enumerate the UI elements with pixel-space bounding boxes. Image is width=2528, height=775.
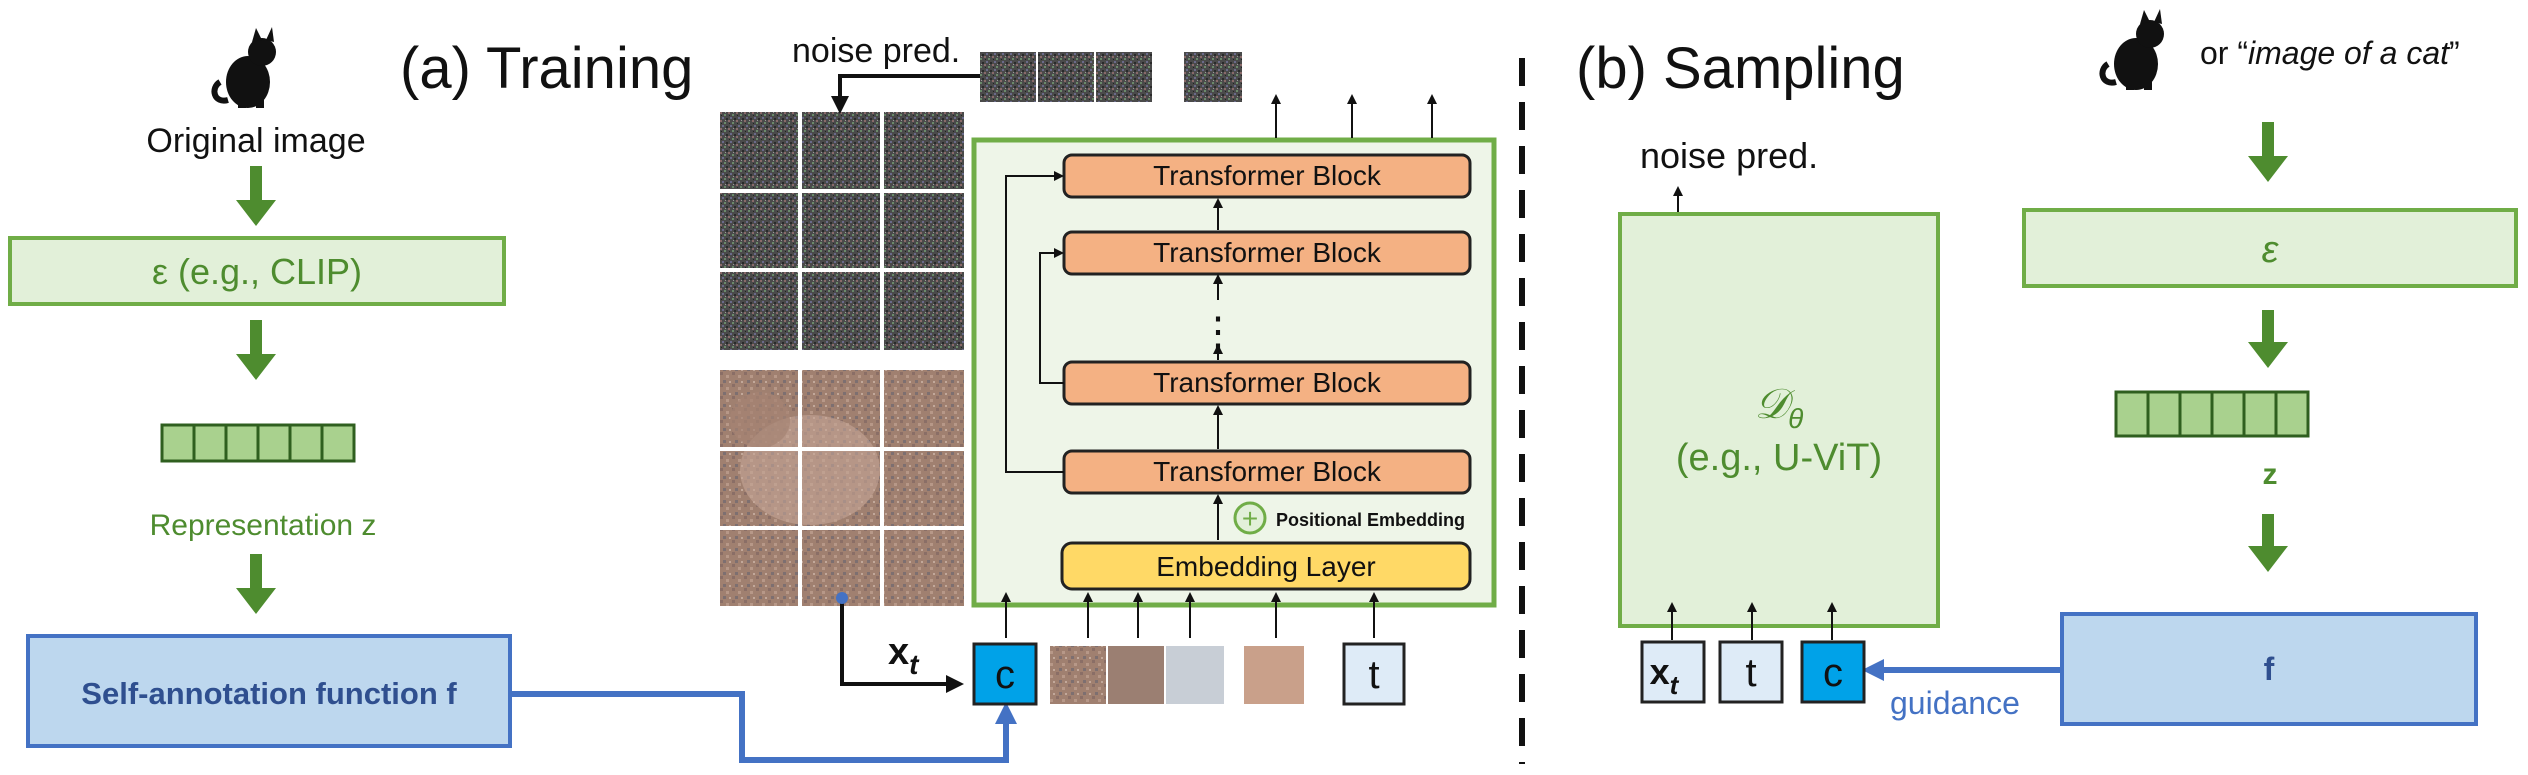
timestep-t-label: t: [1368, 653, 1379, 697]
annotation-function-label: Self-annotation function f: [81, 676, 457, 711]
positional-plus-symbol: +: [1242, 503, 1258, 534]
timestep-t-box: [1342, 642, 1406, 706]
training-title: (a) Training: [400, 36, 693, 101]
sampling-c-box: [1800, 640, 1866, 704]
sampling-title: (b) Sampling: [1576, 36, 1905, 101]
embedding-layer-label: Embedding Layer: [1156, 551, 1375, 582]
transformer-block-4: [1062, 153, 1472, 199]
image-patch-tokens: [1050, 646, 1304, 704]
condition-c-box: [972, 642, 1038, 706]
embedding-layer: [1060, 541, 1472, 591]
sampling-encoder-label: ε: [2262, 229, 2280, 271]
transformer-block-3: [1062, 230, 1472, 276]
transformer-block-4-label: Transformer Block: [1153, 160, 1382, 191]
denoiser-example-label: (e.g., U-ViT): [1676, 437, 1882, 479]
noise-pred-arrow: [831, 74, 980, 114]
positional-plus-icon: [1233, 501, 1267, 535]
sampling-input-arrows: [1667, 602, 1837, 640]
sampling-representation-vector: [2114, 390, 2310, 438]
positional-embedding-label: Positional Embedding: [1276, 510, 1465, 530]
transformer-block-3-label: Transformer Block: [1153, 237, 1382, 268]
original-image-label: Original image: [146, 122, 365, 160]
encoder-box: [8, 236, 506, 306]
sampling-t-box: [1718, 640, 1784, 704]
encoder-label: ε (e.g., CLIP): [152, 251, 362, 292]
sampling-xt-label: xt: [1650, 651, 1680, 700]
cat-icon: [211, 27, 276, 108]
xt-source-dot: [836, 592, 848, 604]
annotation-to-c-connector: [512, 691, 1017, 763]
noise-pred-label: noise pred.: [792, 32, 960, 70]
down-arrow-icon: [2248, 310, 2288, 368]
down-arrow-icon: [236, 166, 276, 226]
condition-c-label: c: [995, 653, 1015, 697]
caption-text: or “image of a cat”: [2200, 35, 2460, 71]
representation-label: Representation z: [150, 509, 377, 542]
xt-label: xt: [888, 631, 920, 680]
sampling-t-label: t: [1745, 651, 1756, 695]
representation-vector: [160, 423, 356, 463]
sampling-z-label: z: [2263, 458, 2278, 491]
down-arrow-icon: [2248, 514, 2288, 572]
denoiser-box: [1618, 212, 1940, 628]
annotation-function-box: [26, 634, 512, 748]
down-arrow-icon: [236, 554, 276, 614]
input-arrows: [1001, 592, 1379, 638]
sampling-f-label: f: [2264, 651, 2275, 687]
xt-arrow: [840, 596, 964, 693]
skip-connection-long: [1005, 171, 1064, 473]
transformer-block-1-label: Transformer Block: [1153, 456, 1382, 487]
skip-connection-short: [1039, 248, 1064, 384]
sampling-encoder-box: [2022, 208, 2518, 288]
noise-pred-patches: [980, 52, 1242, 102]
sampling-f-box: [2060, 612, 2478, 726]
sampling-noise-pred-label: noise pred.: [1640, 135, 1818, 176]
noise-patch-grid: [720, 112, 964, 350]
noisy-image-patch-grid: [720, 370, 964, 606]
transformer-block-2-label: Transformer Block: [1153, 367, 1382, 398]
cat-icon: [2099, 9, 2164, 90]
sampling-c-label: c: [1823, 651, 1843, 695]
guidance-label: guidance: [1890, 685, 2020, 721]
output-arrows: [1271, 94, 1437, 138]
sampling-xt-box: [1640, 640, 1706, 704]
down-arrow-icon: [236, 320, 276, 380]
down-arrow-icon: [2248, 122, 2288, 182]
